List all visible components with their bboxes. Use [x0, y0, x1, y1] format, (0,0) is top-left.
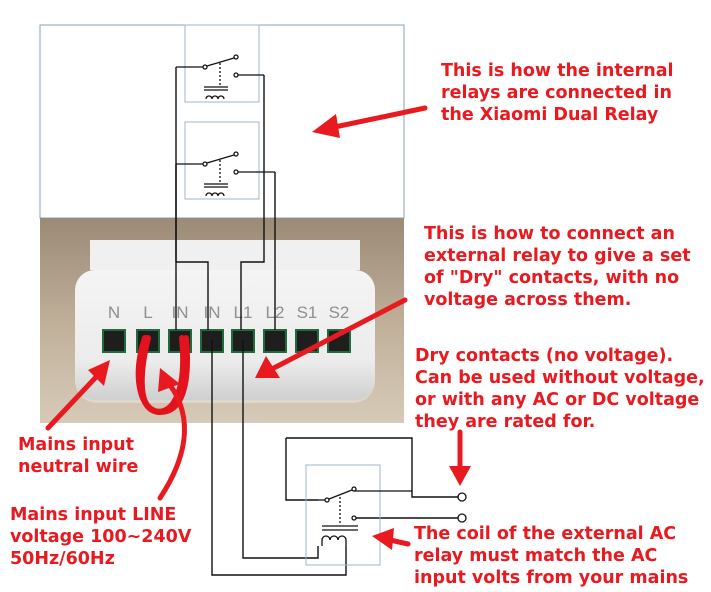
terminal-hole — [263, 329, 287, 353]
terminal-label: L — [143, 303, 152, 322]
terminal-label: N — [108, 303, 120, 322]
annotation-arrow-icon — [312, 114, 340, 138]
annotation-arrow-icon — [157, 382, 187, 501]
coil-note: The coil of the external AC relay must m… — [414, 524, 689, 588]
relay-switch-icon — [176, 54, 264, 86]
terminal-label: S2 — [329, 303, 350, 322]
annotation-arrow-icon — [327, 105, 428, 131]
annotation-arrow-icon — [88, 360, 110, 386]
terminal-label: S1 — [297, 303, 318, 322]
relay-coil-icon — [204, 86, 228, 100]
terminal-label: L1 — [234, 303, 253, 322]
dry-contacts-note: Dry contacts (no voltage). Can be used w… — [415, 346, 705, 432]
relay-switch-icon — [176, 151, 275, 183]
internal-relay-1 — [184, 24, 260, 103]
relay-switch-icon — [318, 486, 412, 524]
dual-relay-top — [90, 240, 360, 270]
external-wiring — [211, 340, 458, 576]
annotation-arrow-icon — [449, 466, 471, 486]
annotation-arrow-icon — [267, 297, 408, 373]
external-relay-note: This is how to connect an external relay… — [424, 224, 691, 310]
annotation-arrow-icon — [255, 356, 280, 378]
annotation-arrow-icon — [45, 372, 101, 431]
contact-terminal-icon — [457, 492, 467, 502]
internal-relay-2 — [184, 121, 260, 200]
annotation-arrow-icon — [158, 368, 180, 392]
mains-line-note: Mains input LINE voltage 100~240V 50Hz/6… — [10, 505, 192, 569]
annotation-arrow-icon — [372, 528, 394, 550]
red-jumper-wire — [135, 335, 190, 416]
internal-wiring — [175, 67, 276, 330]
relay-coil-icon — [321, 525, 358, 546]
dual-relay-body — [75, 270, 375, 400]
contact-terminal-icon — [457, 513, 467, 523]
relay-coil-icon — [204, 183, 228, 197]
annotation-arrow-icon — [387, 537, 411, 547]
terminal-hole — [102, 329, 126, 353]
mains-neutral-note: Mains input neutral wire — [18, 435, 139, 477]
external-relay — [305, 464, 381, 566]
terminal-label: IN — [172, 303, 189, 322]
terminal-label: IN — [204, 303, 221, 322]
internal-relays-note: This is how the internal relays are conn… — [441, 61, 674, 125]
